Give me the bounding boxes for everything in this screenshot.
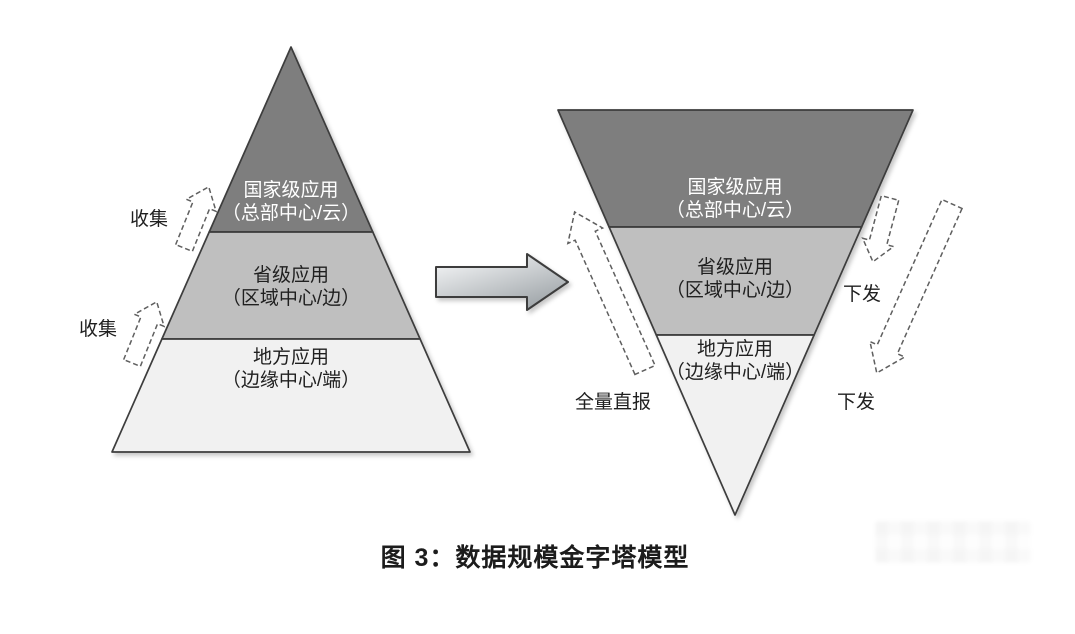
right-level-1-title: 国家级应用	[687, 177, 783, 198]
left-level-3-title: 地方应用	[252, 347, 329, 368]
collect-label-top: 收集	[130, 209, 169, 230]
left-level-1-subtitle: （总部中心/云）	[221, 203, 361, 224]
right-level-3-title: 地方应用	[696, 339, 773, 360]
left-pyramid-bottom-level	[111, 338, 471, 453]
distribute-label-top: 下发	[843, 284, 882, 305]
direct-report-label: 全量直报	[575, 392, 652, 413]
collect-arrow-top-icon	[174, 185, 218, 253]
left-level-3-label: 地方应用 （边缘中心/端）	[222, 346, 360, 392]
distribute-label-bottom: 下发	[837, 392, 876, 413]
right-level-3-subtitle: （边缘中心/端）	[665, 362, 805, 383]
direct-report-arrow-icon	[566, 210, 657, 376]
right-level-3-label: 地方应用 （边缘中心/端）	[666, 338, 804, 384]
right-level-2-subtitle: （区域中心/边）	[665, 280, 805, 301]
right-pyramid	[557, 109, 914, 516]
left-level-2-title: 省级应用	[252, 265, 329, 286]
left-level-1-label: 国家级应用 （总部中心/云）	[222, 179, 360, 225]
left-level-2-subtitle: （区域中心/边）	[221, 288, 361, 309]
distribute-arrow-bottom-icon	[868, 198, 964, 375]
distribute-arrow-top-icon	[861, 194, 900, 263]
right-level-2-label: 省级应用 （区域中心/边）	[666, 256, 804, 302]
transform-right-arrow-icon	[435, 253, 569, 311]
collect-arrow-bottom-icon	[122, 300, 166, 368]
left-pyramid	[111, 46, 471, 453]
right-level-1-label: 国家级应用 （总部中心/云）	[666, 176, 804, 222]
collect-label-bottom: 收集	[79, 319, 118, 340]
left-level-1-title: 国家级应用	[243, 180, 339, 201]
left-level-2-label: 省级应用 （区域中心/边）	[222, 264, 360, 310]
watermark-blur	[875, 521, 1031, 563]
left-level-3-subtitle: （边缘中心/端）	[221, 370, 361, 391]
right-pyramid-bottom-level	[655, 334, 815, 516]
right-level-2-title: 省级应用	[696, 257, 773, 278]
right-level-1-subtitle: （总部中心/云）	[665, 200, 805, 221]
figure-caption: 图 3：数据规模金字塔模型	[380, 544, 690, 572]
